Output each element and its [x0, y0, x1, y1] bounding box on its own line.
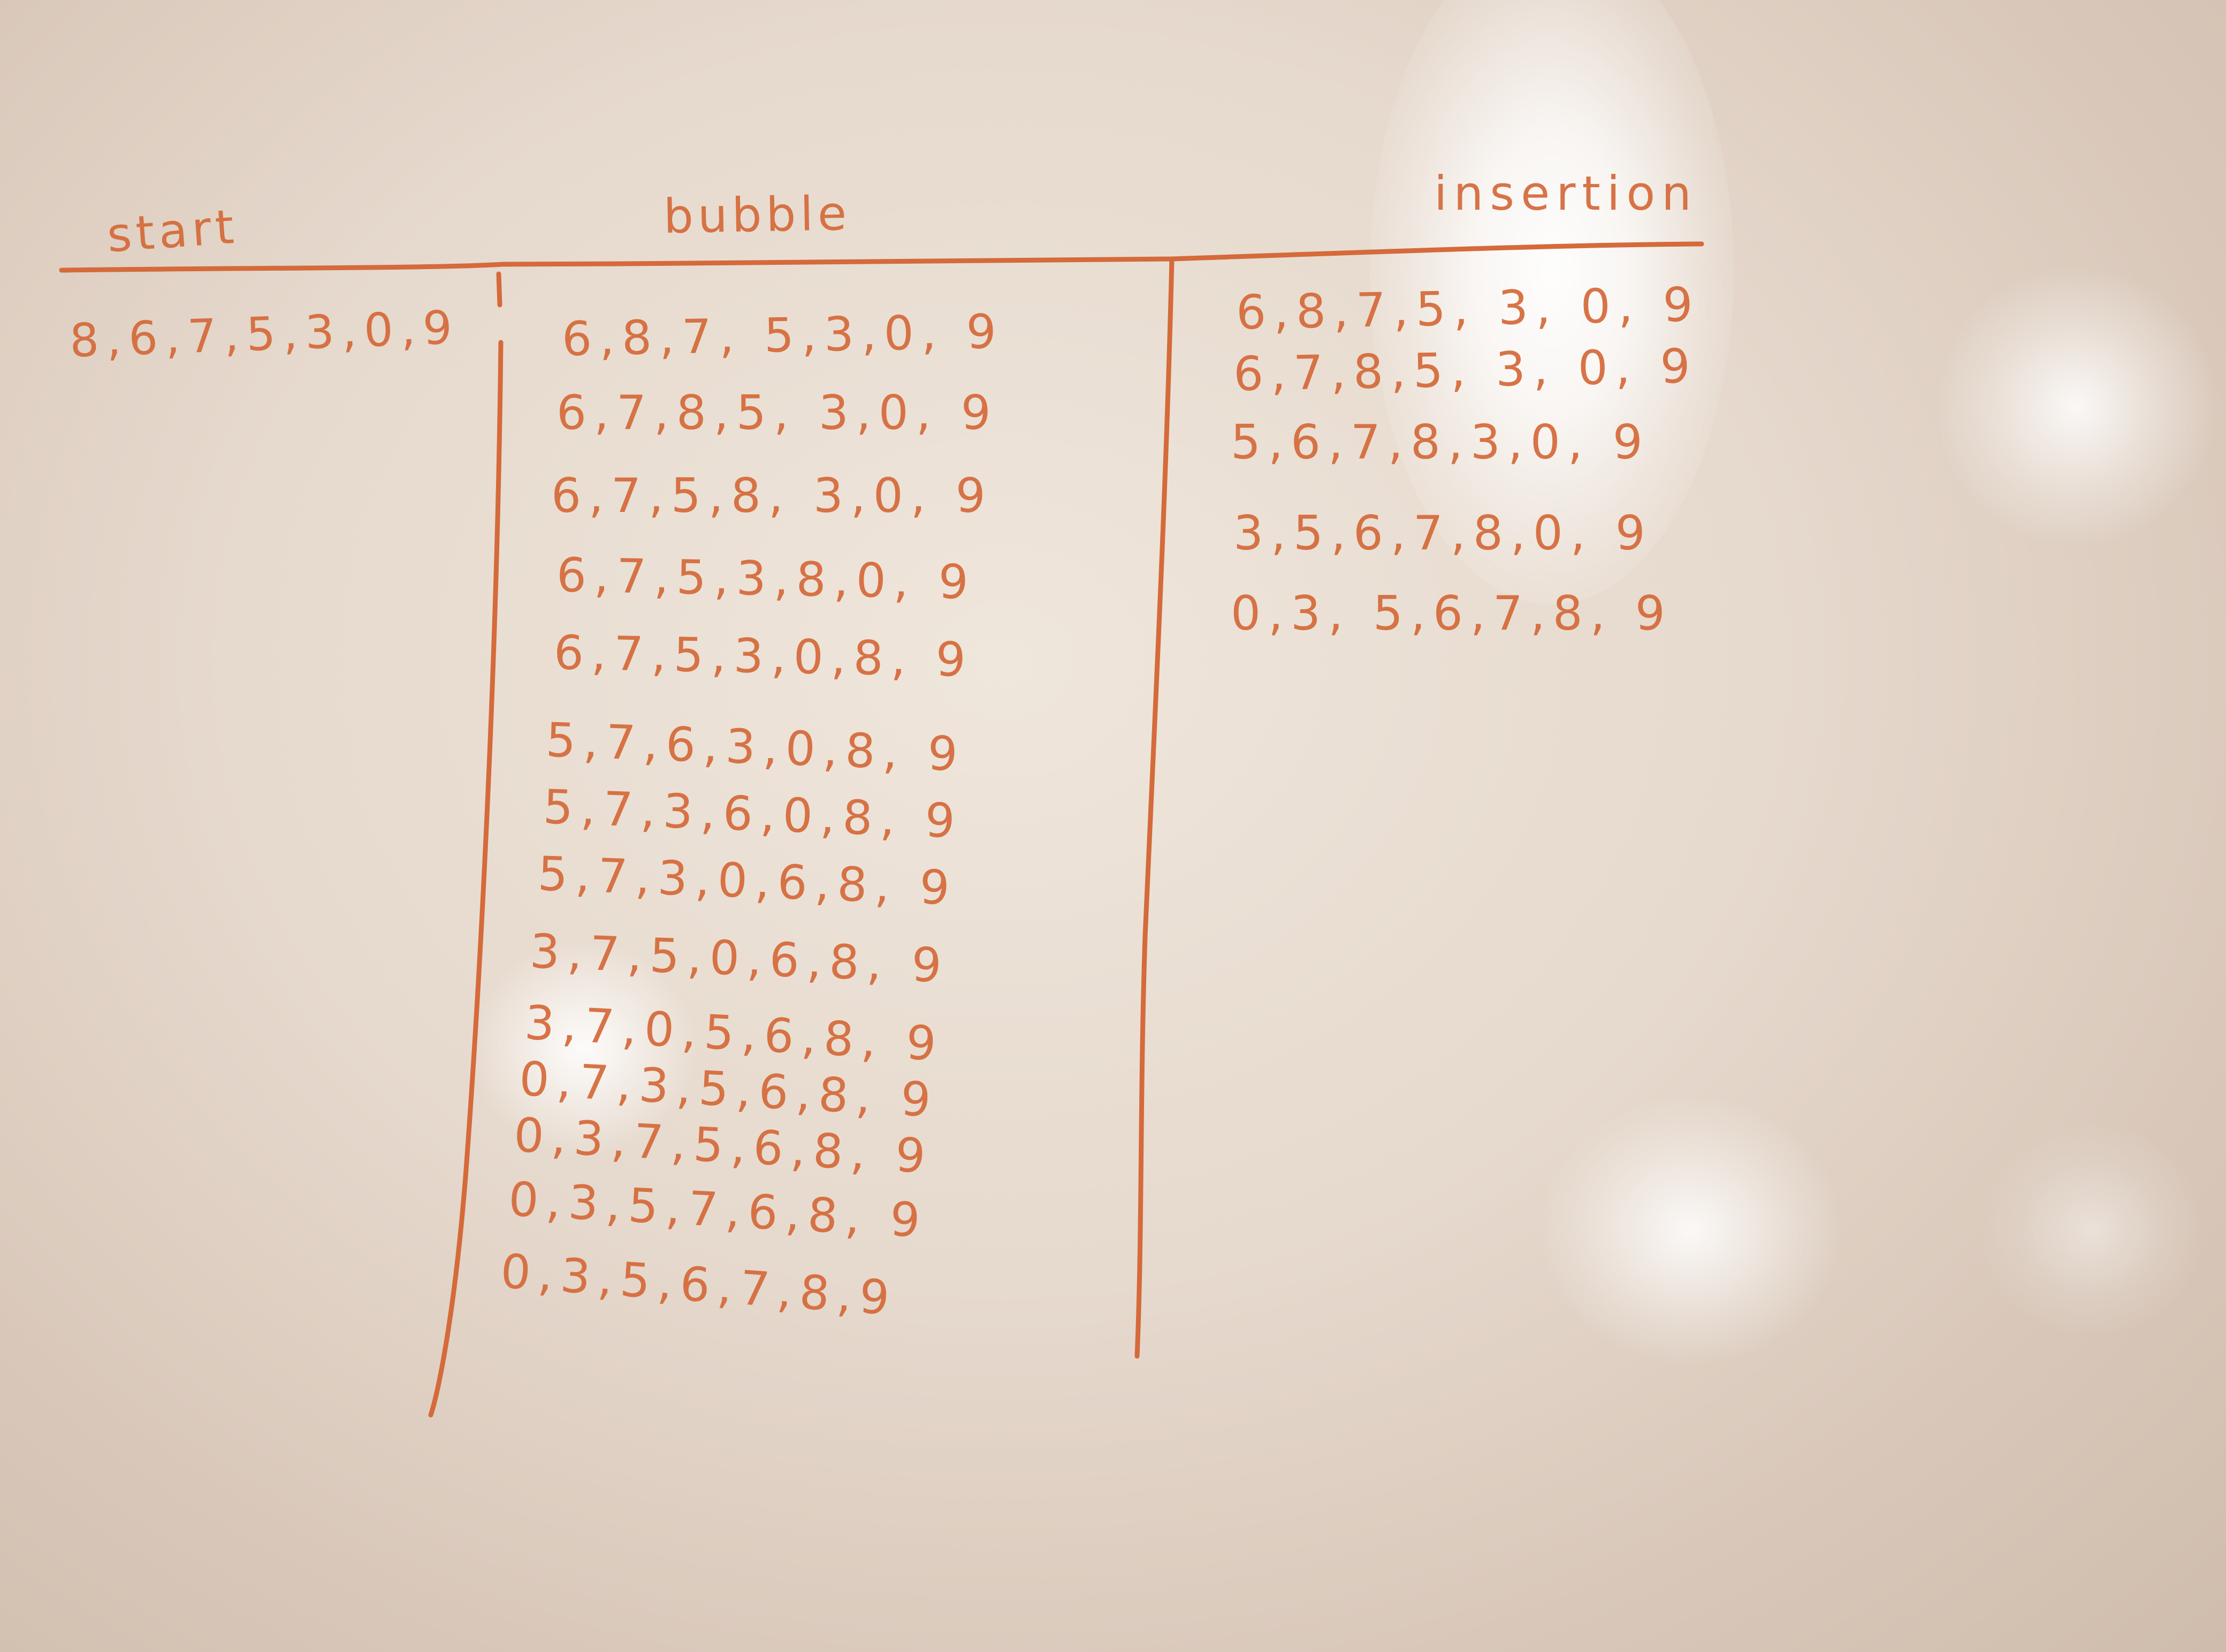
header-insertion: insertion	[1434, 166, 1698, 221]
divider-bubble-insertion	[1134, 256, 1175, 1359]
bubble-step: 6,8,7, 5,3,0, 9	[561, 303, 1004, 367]
insertion-step: 6,8,7,5, 3, 0, 9	[1236, 277, 1701, 340]
insertion-step: 5,6,7,8,3,0, 9	[1231, 415, 1650, 470]
divider-start-bubble	[428, 340, 504, 1418]
header-start: start	[105, 198, 240, 263]
header-bubble: bubble	[663, 185, 851, 244]
bubble-step: 6,7,5,8, 3,0, 9	[551, 468, 993, 523]
bubble-step: 6,7,5,3,8,0, 9	[556, 547, 977, 610]
divider-start-bubble-upper	[496, 271, 502, 308]
insertion-step: 0,3, 5,6,7,8, 9	[1231, 586, 1673, 641]
bubble-step: 6,7,8,5, 3,0, 9	[556, 385, 998, 440]
bubble-step: 6,7,5,3,0,8, 9	[553, 625, 974, 687]
insertion-step: 3,5,6,7,8,0, 9	[1233, 506, 1653, 561]
header-rule	[59, 241, 1704, 273]
insertion-step: 6,7,8,5, 3, 0, 9	[1233, 338, 1698, 402]
